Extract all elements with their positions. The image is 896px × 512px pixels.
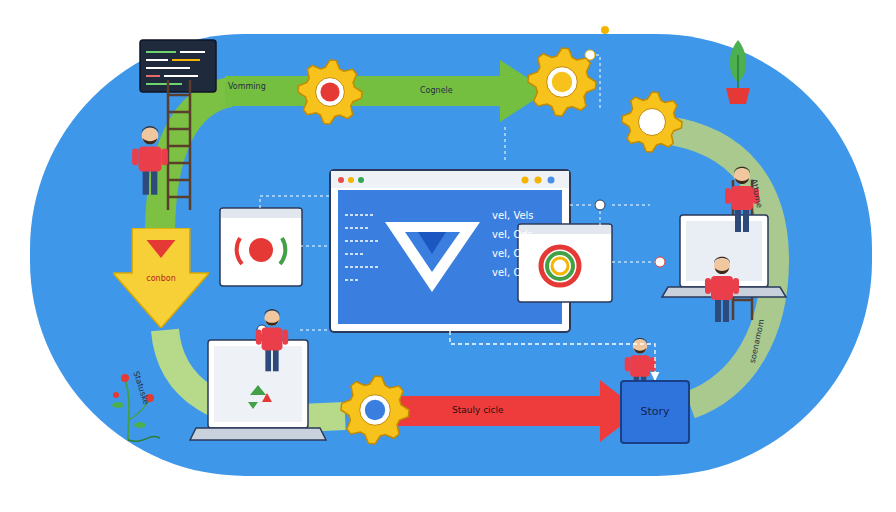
- band-label: Attume: [749, 178, 764, 209]
- node-text: veI, Vels: [492, 206, 534, 225]
- band-label: soenamom: [748, 319, 766, 364]
- side-band: [665, 130, 775, 405]
- gear: [298, 60, 362, 124]
- marker-dot: [257, 26, 665, 335]
- node-text: veI, Ods: [492, 225, 533, 244]
- gear: [622, 92, 682, 152]
- person: [705, 257, 739, 322]
- gear: [341, 376, 409, 444]
- person: [256, 309, 288, 371]
- band-label: Stauly cicle: [452, 405, 504, 415]
- band-label: Statuske: [131, 370, 150, 406]
- small-window: [220, 208, 302, 286]
- node-text: Story: [640, 405, 669, 418]
- blue-ground: [30, 34, 872, 476]
- code-window: [140, 40, 216, 92]
- potted-plant: [726, 40, 750, 104]
- red-arrow: [385, 380, 640, 442]
- node-text: veI, Ods: [492, 263, 533, 282]
- arrow-shape: conbon: [113, 228, 209, 328]
- node-text: conbon: [146, 274, 175, 284]
- green-arrow: [225, 60, 548, 122]
- ladder: [168, 80, 190, 210]
- band-label: Cognele: [420, 86, 453, 95]
- dashed-line: [260, 55, 660, 330]
- node-text: veI, Ods: [492, 244, 533, 263]
- story-box: Story: [620, 380, 690, 444]
- person: [132, 126, 168, 195]
- connector: [450, 324, 655, 380]
- band-label: Vomming: [228, 82, 266, 91]
- laptop: [190, 340, 326, 440]
- browser-window: veI, VelsveI, OdsveI, OdsveI, Ods: [338, 190, 562, 324]
- gear: [528, 48, 596, 116]
